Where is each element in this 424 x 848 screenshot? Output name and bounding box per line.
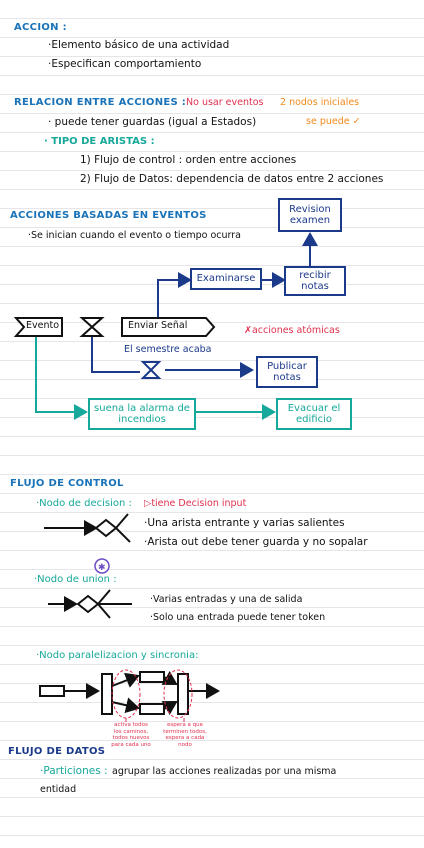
decision-bullet-2: ·Arista out debe tener guarda y no sopal…	[144, 536, 368, 548]
acciones-eventos-desc: ·Se inician cuando el evento o tiempo oc…	[28, 230, 241, 241]
decision-input-text: tiene Decision input	[151, 498, 247, 509]
semestre-acaba-label: El semestre acaba	[124, 344, 212, 355]
no-eventos-note: No usar eventos	[186, 97, 264, 108]
tipo-aristas-heading: · TIPO DE ARISTAS :	[44, 136, 155, 147]
flujo-datos-heading: FLUJO DE DATOS	[8, 746, 106, 757]
acciones-atomicas-note: ✗acciones atómicas	[244, 325, 340, 336]
relacion-heading: RELACION ENTRE ACCIONES :	[14, 97, 187, 108]
union-bullet-2: ·Solo una entrada puede tener token	[150, 612, 326, 623]
se-puede-note: se puede ✓	[306, 116, 361, 127]
particiones-label: ·Particiones :	[40, 765, 108, 777]
acciones-eventos-heading: ACCIONES BASADAS EN EVENTOS	[10, 210, 207, 221]
decision-input-note: ▷tiene Decision input	[144, 498, 247, 509]
decision-bullet-1: ·Una arista entrante y varias salientes	[144, 517, 345, 529]
particiones-text: agrupar las acciones realizadas por una …	[112, 766, 337, 777]
revision-examen-box: Revision examen	[278, 198, 342, 232]
paralel-note-right: espera a que terminen todos, espera a ca…	[163, 722, 207, 748]
arista-flujo-datos: 2) Flujo de Datos: dependencia de datos …	[80, 173, 384, 185]
paralel-note-left: activa todos los caminos, todos nuevos p…	[111, 722, 151, 748]
enviar-senal-label: Enviar Señal	[128, 320, 188, 331]
nodo-union-label: ·Nodo de union :	[34, 574, 117, 585]
arista-flujo-control: 1) Flujo de control : orden entre accion…	[80, 154, 297, 166]
nodos-iniciales-note: 2 nodos iniciales	[280, 97, 360, 108]
alarma-incendios-box: suena la alarma de incendios	[88, 398, 196, 430]
recibir-notas-box: recibir notas	[284, 266, 346, 296]
nodo-paralelizacion-label: ·Nodo paralelizacion y sincronia:	[36, 650, 199, 661]
evacuar-edificio-box: Evacuar el edificio	[276, 398, 352, 430]
svg-text:✱: ✱	[98, 563, 106, 573]
evento-label: Evento	[26, 320, 60, 331]
union-bullet-1: ·Varias entradas y una de salida	[150, 594, 303, 605]
accion-bullet-1: ·Elemento básico de una actividad	[48, 39, 230, 51]
nodo-decision-label: ·Nodo de decision :	[36, 498, 132, 509]
examinarse-box: Examinarse	[190, 268, 262, 290]
accion-bullet-2: ·Especifican comportamiento	[48, 58, 202, 70]
particiones-text-2: entidad	[40, 784, 77, 795]
flujo-control-heading: FLUJO DE CONTROL	[10, 478, 124, 489]
guardas-text: · puede tener guardas (igual a Estados)	[48, 116, 257, 128]
acciones-atomicas-text: acciones atómicas	[251, 325, 340, 336]
accion-heading: ACCION :	[14, 22, 67, 33]
publicar-notas-box: Publicar notas	[256, 356, 318, 388]
